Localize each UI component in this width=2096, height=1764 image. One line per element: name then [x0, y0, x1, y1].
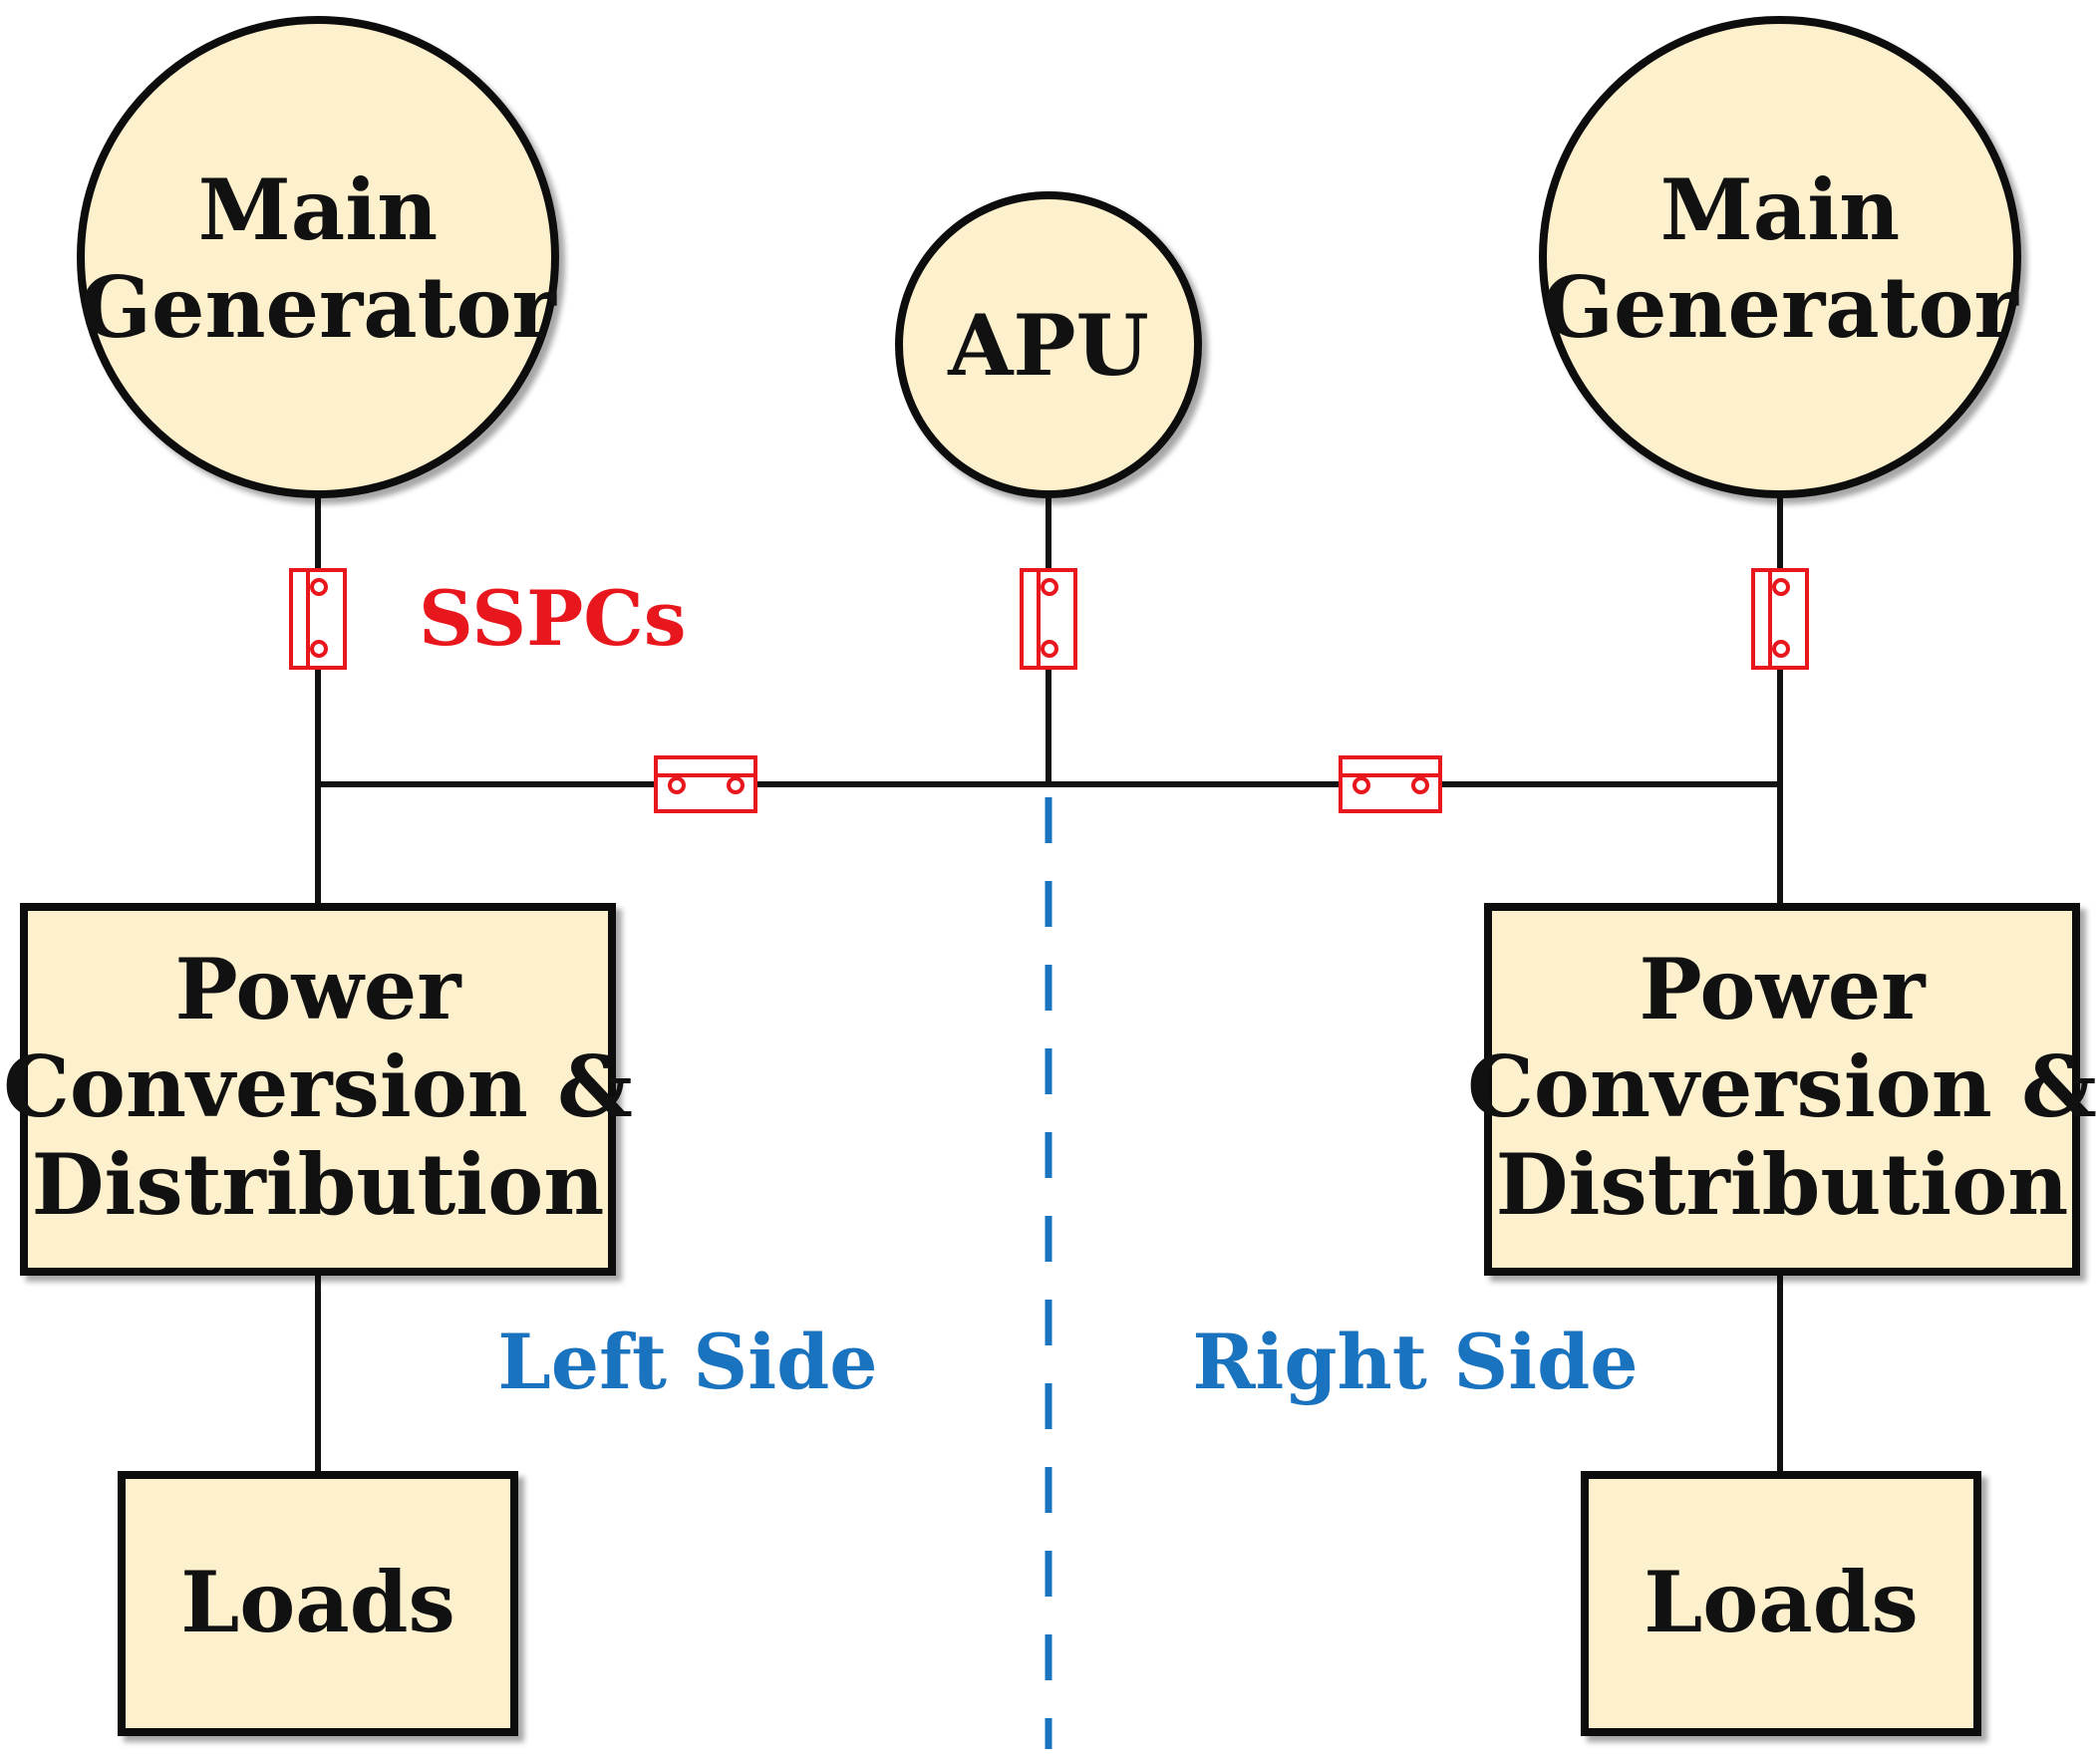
- right-generator-line-1: Main: [1660, 160, 1900, 259]
- left-main-generator: Main Generator: [77, 16, 559, 498]
- sspc-left-bus-tie: [654, 755, 757, 813]
- sspc-left-generator: [289, 568, 347, 670]
- right-power-conversion-distribution: Power Conversion & Distribution: [1467, 903, 2096, 1276]
- right-main-generator: Main Generator: [1539, 16, 2021, 498]
- left-loads-label: Loads: [180, 1553, 455, 1651]
- left-generator-line-2: Generator: [80, 258, 557, 357]
- right-loads-label: Loads: [1644, 1553, 1919, 1651]
- sspcs-label: SSPCs: [419, 574, 687, 663]
- left-pcd-line-2: Conversion &: [3, 1037, 633, 1136]
- right-pcd-line-1: Power: [1640, 940, 1928, 1038]
- left-generator-line-1: Main: [198, 160, 438, 259]
- right-pcd-line-3: Distribution: [1496, 1135, 2069, 1234]
- wiring: [315, 498, 1783, 1475]
- right-generator-line-2: Generator: [1542, 258, 2019, 357]
- left-pcd-line-1: Power: [175, 940, 463, 1038]
- left-pcd-line-3: Distribution: [32, 1135, 605, 1234]
- left-loads: Loads: [118, 1471, 518, 1736]
- left-power-conversion-distribution: Power Conversion & Distribution: [3, 903, 633, 1276]
- right-loads: Loads: [1581, 1471, 1981, 1736]
- apu-generator: APU: [895, 191, 1202, 498]
- sspc-right-bus-tie: [1339, 755, 1442, 813]
- apu-label: APU: [947, 296, 1149, 395]
- right-pcd-line-2: Conversion &: [1467, 1037, 2096, 1136]
- sspc-apu: [1020, 568, 1077, 670]
- right-side-label: Right Side: [1192, 1318, 1638, 1406]
- left-side-label: Left Side: [497, 1318, 877, 1406]
- sspc-right-generator: [1751, 568, 1809, 670]
